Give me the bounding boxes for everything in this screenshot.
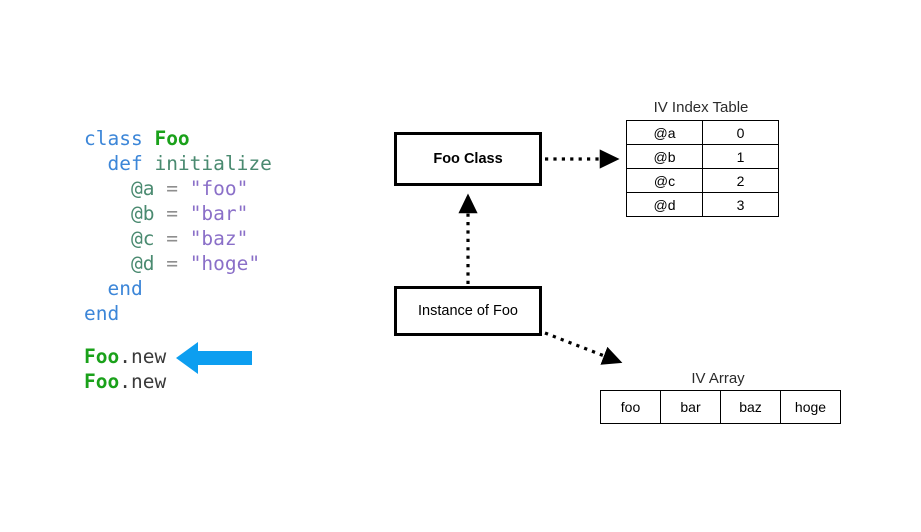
call-token-1-0: Foo (84, 370, 120, 393)
iv-index-name-cell-1: @b (626, 144, 703, 169)
code-line-7: end (84, 301, 272, 326)
call-line-1: Foo.new (84, 369, 166, 394)
iv-index-value-cell-2: 2 (702, 168, 779, 193)
iv-array-cell-1: bar (660, 390, 721, 424)
code-token-4-2: = (154, 227, 190, 250)
iv-array-cell-3: hoge (780, 390, 841, 424)
code-token-2-3: "foo" (189, 177, 249, 200)
code-line-2: @a = "foo" (84, 176, 272, 201)
code-token-1-1: def (107, 152, 155, 175)
connector-instance-to-iv-array (544, 331, 623, 365)
iv-index-table-title: IV Index Table (653, 99, 749, 116)
code-token-5-1: @d (130, 252, 155, 275)
code-token-3-0 (84, 202, 131, 225)
iv-index-name-cell-0: @a (626, 120, 703, 145)
blue-left-arrow-icon (176, 342, 252, 374)
code-token-0-1: Foo (154, 127, 190, 150)
code-token-6-1: end (107, 277, 143, 300)
code-line-6: end (84, 276, 272, 301)
code-token-3-2: = (154, 202, 190, 225)
ruby-code-block: class Foo def initialize @a = "foo" @b =… (84, 126, 272, 326)
call-token-1-1: .new (119, 370, 167, 393)
foo-class-box: Foo Class (394, 132, 542, 186)
code-line-4: @c = "baz" (84, 226, 272, 251)
code-token-7-0: end (84, 302, 120, 325)
code-token-3-3: "bar" (189, 202, 249, 225)
code-token-2-0 (84, 177, 131, 200)
iv-index-name-cell-2: @c (626, 168, 703, 193)
code-token-2-1: @a (130, 177, 155, 200)
code-line-1: def initialize (84, 151, 272, 176)
code-token-5-0 (84, 252, 131, 275)
code-token-1-2: initialize (154, 152, 272, 175)
code-line-0: class Foo (84, 126, 272, 151)
code-token-5-3: "hoge" (189, 252, 261, 275)
call-line-0: Foo.new (84, 344, 166, 369)
call-token-0-0: Foo (84, 345, 120, 368)
code-line-5: @d = "hoge" (84, 251, 272, 276)
iv-array-title: IV Array (691, 370, 745, 387)
code-line-3: @b = "bar" (84, 201, 272, 226)
call-token-0-1: .new (119, 345, 167, 368)
code-token-4-1: @c (130, 227, 155, 250)
instance-of-foo-box: Instance of Foo (394, 286, 542, 336)
code-token-0-0: class (84, 127, 155, 150)
iv-array-cell-2: baz (720, 390, 781, 424)
iv-index-name-cell-3: @d (626, 192, 703, 217)
instance-of-foo-box-label: Instance of Foo (418, 303, 518, 319)
code-token-3-1: @b (130, 202, 155, 225)
foo-class-box-label: Foo Class (433, 151, 503, 167)
code-token-5-2: = (154, 252, 190, 275)
code-token-4-0 (84, 227, 131, 250)
code-token-4-3: "baz" (189, 227, 249, 250)
code-token-1-0 (84, 152, 107, 175)
code-token-6-0 (84, 277, 107, 300)
iv-array-cell-0: foo (600, 390, 661, 424)
iv-index-value-cell-0: 0 (702, 120, 779, 145)
iv-index-value-cell-3: 3 (702, 192, 779, 217)
iv-index-value-cell-1: 1 (702, 144, 779, 169)
code-token-2-2: = (154, 177, 190, 200)
